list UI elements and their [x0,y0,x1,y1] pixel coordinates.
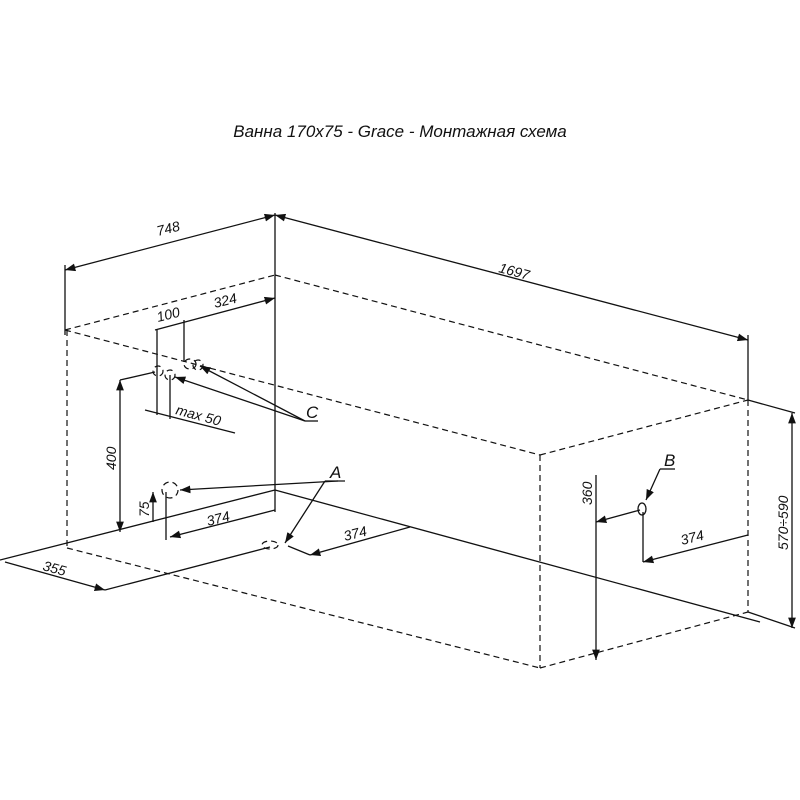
dim-324: 324 [212,290,239,311]
dim-100: 100 [155,304,182,325]
connection-points [152,358,647,550]
dim-400: 400 [103,446,119,470]
drain-icon [261,540,279,550]
diagram-title: Ванна 170x75 - Grace - Монтажная схема [233,122,567,141]
dim-374-a: 374 [205,508,232,529]
dim-75: 75 [136,501,152,517]
dim-570-590: 570÷590 [775,495,791,550]
outlet-c1-icon [183,358,197,370]
dim-374-b: 374 [679,527,706,548]
dimension-lines [4,213,796,660]
label-c: C [306,403,319,422]
outlet-a-icon [161,481,179,499]
dim-355: 355 [41,557,68,579]
dim-1697: 1697 [497,259,532,283]
outlet-b-icon [637,502,647,516]
dimension-labels: 748 1697 324 100 max 50 400 75 374 374 3… [41,218,791,579]
leader-lines [174,365,675,544]
dim-748: 748 [155,218,182,239]
tub-outline [0,213,761,669]
label-b: B [664,451,675,470]
dim-360: 360 [579,481,595,505]
label-a: A [329,463,341,482]
outlet-c2-icon [152,365,164,377]
dim-max-50: max 50 [174,401,223,428]
dim-374-drain: 374 [342,523,369,544]
